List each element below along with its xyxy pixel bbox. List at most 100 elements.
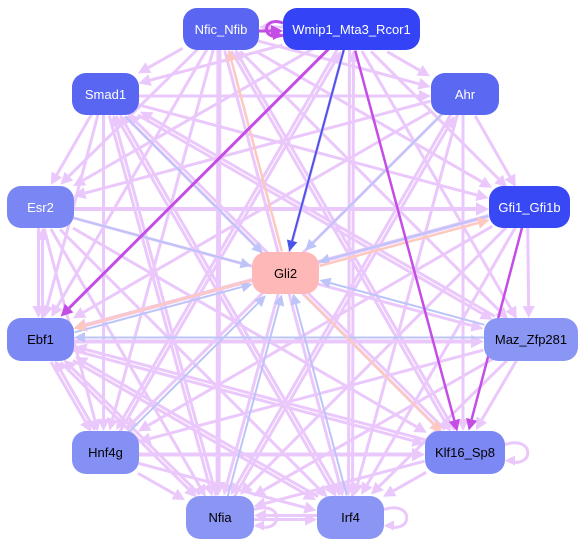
edge-line [351,62,355,497]
edge-arrowhead [138,62,152,74]
self-loop-nfia [253,506,279,531]
edge-arrowhead [412,447,425,462]
edge-hnf4g-to-ebf1 [54,360,97,431]
edge-arrowhead [476,217,490,229]
node-irf4[interactable]: Irf4 [317,496,384,539]
edge-arrowhead [351,482,364,496]
edge-line [262,357,494,492]
edge-arrowhead [194,483,206,498]
edge-line [73,216,242,265]
edge-gli2-to-gfi1 [319,217,490,268]
node-gfi1-gfi1b[interactable]: Gfi1_Gfi1b [489,186,570,228]
edge-arrowhead [60,171,74,185]
node-hnf4g[interactable]: Hnf4g [72,431,139,474]
edge-smad1-to-ahr [139,89,431,103]
edge-esr2-to-gfi1 [74,202,489,216]
edge-line [82,110,431,314]
edge-arrowhead [329,51,342,65]
edge-arrowhead [383,485,397,497]
edge-line [353,50,456,421]
edge-gli2-to-klf16 [304,294,443,433]
edge-line [118,60,337,433]
edge-arrowhead [119,113,131,128]
edge-line [137,113,484,316]
edge-nfia-to-smad1 [110,114,218,496]
edge-arrowhead [479,308,493,320]
node-label: Esr2 [27,199,54,215]
node-nfia[interactable]: Nfia [186,496,254,539]
edge-arrowhead [504,173,516,187]
node-wmip1-mta3-rcor1[interactable]: Wmip1_Mta3_Rcor1 [283,8,420,50]
edge-arrowhead [448,418,460,432]
node-ahr[interactable]: Ahr [431,73,499,115]
edge-arrowhead [475,189,489,201]
edge-line [55,113,93,176]
edge-line [68,47,331,310]
edge-arrowhead [361,481,373,496]
edge-line [365,226,517,486]
edge-ebf1-to-esr2 [36,228,49,318]
edge-arrowhead [478,176,493,188]
node-maz-zfp281[interactable]: Maz_Zfp281 [484,318,578,361]
edge-line [386,50,421,72]
edge-line [111,49,215,420]
edge-nfic-to-esr2 [60,47,200,185]
edge-wmip1-to-maz [360,50,517,320]
node-label: Nfic_Nfib [194,21,248,37]
loop-arrowhead [273,30,283,40]
loop-arrowhead [254,520,264,531]
node-label: Nfia [208,510,232,525]
node-nfic-nfib[interactable]: Nfic_Nfib [183,8,259,50]
edge-arrowhead [50,171,63,186]
edge-line [138,103,478,197]
edge-line [329,282,485,326]
node-label: Ebf1 [27,332,54,347]
node-klf16-sp8[interactable]: Klf16_Sp8 [425,431,505,474]
edge-arrowhead [475,416,488,430]
edge-line [59,369,97,431]
edge-line [392,470,427,493]
edge-arrowhead [106,417,119,431]
edge-smad1-to-hnf4g [97,115,110,431]
edge-maz-to-gli2 [319,277,485,326]
edge-nfic-to-smad1 [138,46,184,74]
loop-arrowhead [505,455,515,466]
node-ebf1[interactable]: Ebf1 [7,318,74,361]
edge-line [235,113,453,486]
edge-gfi1-to-irf4 [361,226,517,496]
edge-line [294,303,348,496]
node-gli2[interactable]: Gli2 [252,252,319,294]
edge-arrowhead [63,359,77,373]
edge-arrowhead [416,65,431,77]
edge-ebf1-to-nfia [59,361,197,498]
edge-hnf4g-to-klf16 [139,447,425,462]
edge-line [137,471,176,496]
edge-arrowhead [171,488,186,500]
node-smad1[interactable]: Smad1 [72,73,139,115]
self-loop-wmip1 [265,20,284,40]
node-esr2[interactable]: Esr2 [7,186,74,228]
edge-arrowhead [456,419,470,431]
node-label: Maz_Zfp281 [494,332,568,347]
edge-line [84,361,319,498]
edge-line [71,366,201,496]
edge-line [147,46,184,69]
edge-ahr-to-ebf1 [72,110,431,319]
edge-arrowhead [305,238,317,251]
edge-wmip1-to-gli2 [286,49,345,252]
edge-line [67,47,200,178]
edge-maz-to-ebf1 [74,332,484,343]
edge-arrowhead [138,74,152,87]
edge-line [360,50,513,310]
edge-arrowhead [73,319,87,332]
edge-arrowhead [137,420,152,432]
edge-line [356,114,459,485]
node-label: Smad1 [84,86,127,102]
edge-arrowhead [239,257,252,269]
edge-arrowhead [41,304,54,318]
edge-line [56,48,209,308]
edge-nfia-to-ahr [232,116,455,498]
edge-arrowhead [476,202,489,216]
edge-klf16-to-nfic [234,49,456,431]
